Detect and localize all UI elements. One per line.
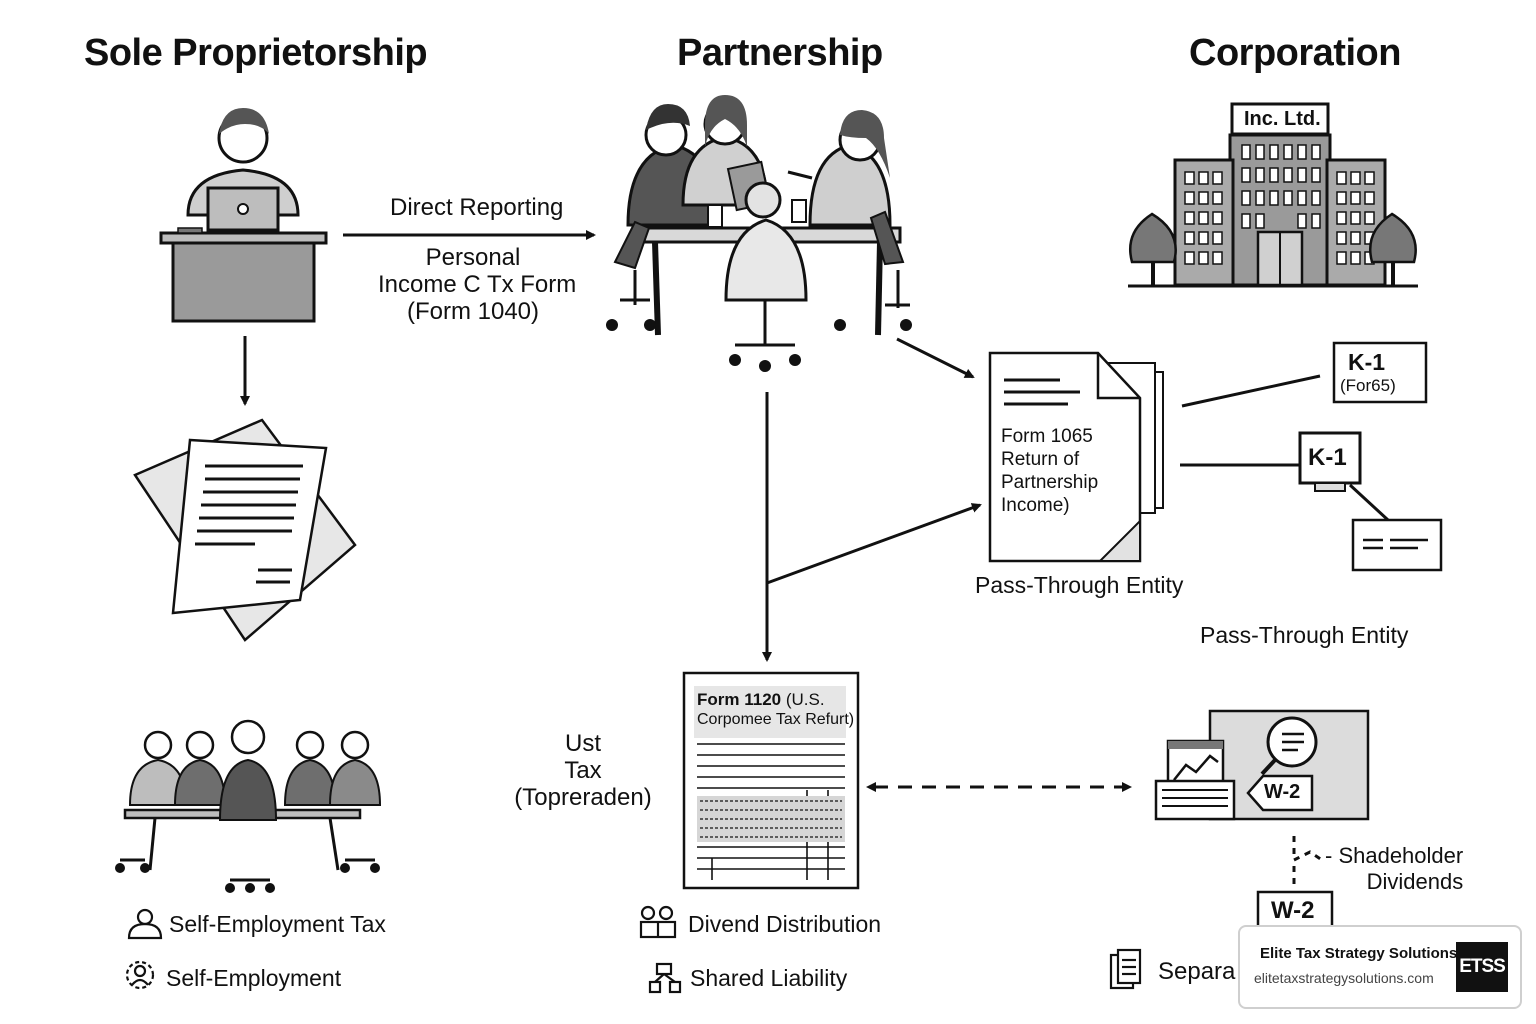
partnership-to-1065-arrow [896, 337, 975, 379]
partnership-meeting-illustration [606, 95, 912, 372]
k1-a-subtitle: (For65) [1340, 376, 1396, 395]
brand-badge[interactable]: Elite Tax Strategy Solutions elitetaxstr… [1238, 925, 1522, 1009]
w2-box [1256, 890, 1334, 932]
w2-inner-label: W-2 [1264, 781, 1301, 803]
k1-b-title: K-1 [1308, 444, 1347, 471]
dividends-line-1: - Shadeholder [1325, 843, 1464, 868]
form-1065-line-1: Form 1065 [1001, 426, 1093, 447]
heading-partnership: Partnership [677, 32, 883, 74]
tax-label: Ust Tax (Topreraden) [508, 730, 658, 811]
brand-url[interactable]: elitetaxstrategysolutions.com [1254, 970, 1434, 986]
tax-label-line-1: Ust [565, 730, 601, 757]
w2-lower-label: W-2 [1271, 897, 1315, 924]
form-1065-line-2: Return of [1001, 449, 1080, 470]
network-icon [648, 962, 682, 994]
form-label-line-2: Income C Tx Form [378, 271, 577, 298]
form-1120-document [682, 671, 860, 890]
person-icon [127, 908, 163, 940]
brand-logo: ETSS [1456, 942, 1508, 992]
form-1120-subtitle: Corpomee Tax Refurt) [697, 711, 855, 728]
k1-detail-card [1351, 518, 1443, 572]
branch-to-1065-arrow [766, 503, 982, 585]
k1-box-a [1332, 341, 1428, 404]
gear-person-icon [125, 960, 155, 990]
self-employment-tax-label: Self-Employment Tax [169, 911, 386, 937]
form-label-line-1: Personal [425, 244, 521, 271]
heading-sole-proprietorship: Sole Proprietorship [84, 32, 428, 74]
dividends-line-2: Dividends [1366, 869, 1464, 894]
pass-through-entity-label: Pass-Through Entity [975, 572, 1184, 598]
form-1120-title: Form 1120 (U.S. [697, 690, 825, 710]
k1-a-title: K-1 [1348, 349, 1386, 375]
tree-icon [1129, 212, 1417, 286]
w2-screen-cluster [1154, 709, 1370, 821]
dividend-distribution-label: Divend Distribution [688, 911, 882, 937]
document-icon [1109, 948, 1142, 990]
group-meeting-illustration [115, 719, 382, 893]
self-employment-label: Self-Employment [166, 965, 342, 991]
heading-corporation: Corporation [1189, 32, 1401, 74]
building-icon [1128, 102, 1418, 288]
k1-connector-a [1181, 374, 1321, 408]
separate-entity-label: Separa [1158, 958, 1236, 985]
form-1065-line-4: Income) [1001, 495, 1070, 516]
personal-income-form-label: Personal Income C Tx Form (Form 1040) [378, 244, 577, 325]
form-1065-text: Form 1065 Return of Partnership Income) [1001, 425, 1098, 517]
shareholder-dividends-label: - Shadeholder Dividends [1325, 843, 1463, 895]
sole-proprietor-illustration [159, 108, 328, 323]
brand-name: Elite Tax Strategy Solutions [1260, 945, 1458, 962]
shared-liability-label: Shared Liability [690, 965, 848, 991]
tax-label-line-2: Tax [564, 757, 602, 784]
corporation-pass-through-label: Pass-Through Entity [1200, 622, 1409, 648]
form-1120-title-rest: (U.S. [781, 690, 825, 709]
direct-reporting-label: Direct Reporting [390, 194, 564, 221]
form-1065-document [988, 351, 1164, 563]
tax-label-line-3: (Topreraden) [514, 784, 652, 811]
form-label-line-3: (Form 1040) [406, 298, 540, 325]
form-1065-line-3: Partnership [1001, 472, 1099, 493]
form-1120-number: Form 1120 [697, 690, 782, 709]
document-stack [133, 418, 357, 642]
building-sign-label: Inc. Ltd. [1244, 108, 1321, 130]
group-icon [639, 905, 677, 939]
